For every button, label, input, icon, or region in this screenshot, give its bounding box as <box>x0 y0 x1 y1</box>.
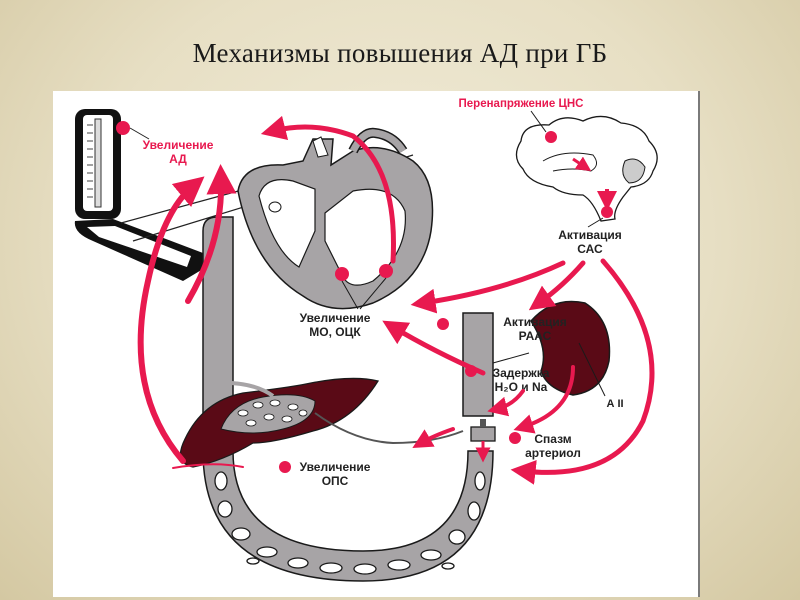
kidney-icon <box>530 300 611 396</box>
arrow-retention-to-bcv <box>382 320 486 376</box>
arrow-sas-to-spasm <box>510 258 655 485</box>
arrow-co-to-bp <box>185 164 237 304</box>
spasm-marker-dot <box>509 432 521 444</box>
vena-cava-vessel <box>202 216 234 452</box>
raas-marker-dot <box>437 318 449 330</box>
causal-arrows <box>137 115 655 485</box>
angiotensin-label: А II <box>606 398 623 410</box>
tpr-increase-label-1: Увеличение <box>300 460 371 474</box>
retention-label-1: Задержка <box>493 366 550 380</box>
capillary-bed-icon <box>202 450 494 582</box>
arrow-raas-to-arteriole <box>487 389 525 417</box>
arrow-tpr-to-bp <box>137 176 205 464</box>
cns-marker-dot <box>545 131 557 143</box>
heart-marker-dot-right <box>379 264 393 278</box>
co-bcv-label-2: МО, ОЦК <box>309 325 361 339</box>
bp-increase-label-2: АД <box>169 152 187 166</box>
bp-increase-label-1: Увеличение <box>143 138 214 152</box>
raas-activation-label-2: РААС <box>519 329 552 343</box>
spasm-label-1: Спазм <box>534 432 571 446</box>
heart-marker-dot-left <box>335 267 349 281</box>
leader-line <box>129 127 150 140</box>
arrow-sas-to-raas <box>528 260 586 311</box>
arrow-angiotensin-to-spasm <box>513 365 575 434</box>
sas-marker-dot <box>601 206 613 218</box>
brain-icon <box>515 115 658 222</box>
arrow-sas-to-heart <box>410 260 566 314</box>
bp-marker-dot <box>116 121 130 135</box>
tpr-marker-dot <box>279 461 291 473</box>
spasm-label-2: артериол <box>525 446 581 460</box>
sas-activation-label-1: Активация <box>558 228 622 242</box>
hypertension-mechanisms-diagram: Увеличение АД <box>53 91 698 597</box>
raas-activation-label-1: Активация <box>503 315 567 329</box>
sas-activation-label-2: САС <box>577 242 603 256</box>
arteriole-valve-icon <box>470 419 496 463</box>
cns-overstrain-label: Перенапряжение ЦНС <box>459 98 584 110</box>
slide-title: Механизмы повышения АД при ГБ <box>192 38 608 68</box>
arrow-liver-thin <box>172 463 244 469</box>
tpr-increase-label-2: ОПС <box>322 474 349 488</box>
arrow-heart-to-bp <box>260 115 396 264</box>
arrow-arteriole-left <box>412 427 455 449</box>
co-bcv-label-1: Увеличение <box>300 311 371 325</box>
retention-label-2: H₂O и Na <box>495 380 548 394</box>
heart-icon <box>237 127 434 310</box>
